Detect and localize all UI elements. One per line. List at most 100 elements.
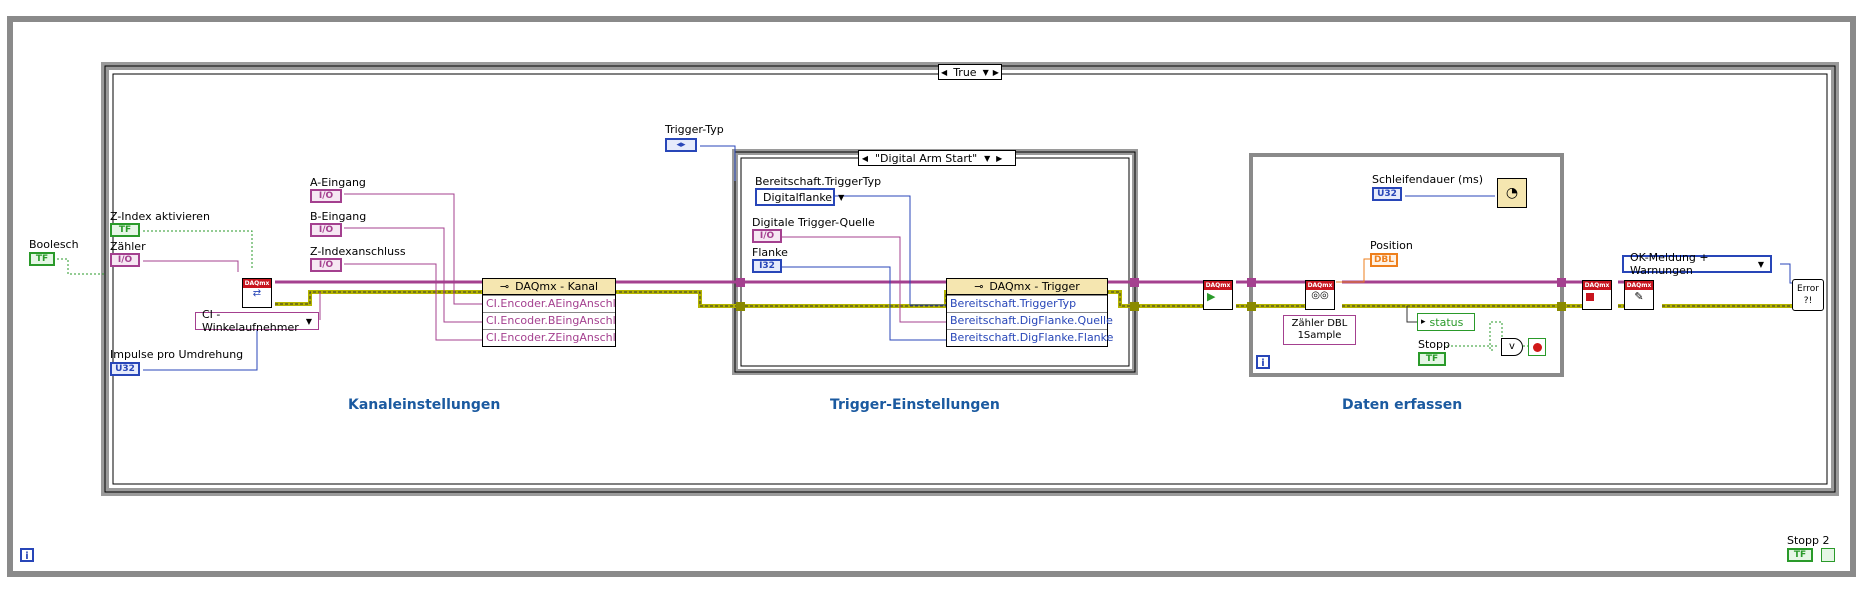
position-indicator[interactable]: DBL [1370, 253, 1398, 267]
z-indexanschluss-control[interactable]: I/O [310, 258, 342, 272]
daqmx-badge: DAQmx [1204, 281, 1232, 290]
flanke-control[interactable]: I32 [752, 259, 782, 273]
error-icon-text: Error [1797, 284, 1819, 294]
b-eingang-control[interactable]: I/O [310, 223, 342, 237]
impulse-control[interactable]: U32 [110, 362, 140, 376]
ok-meldung-value: OK-Meldung + Warnungen [1630, 251, 1709, 277]
daqmx-badge: DAQmx [1625, 281, 1653, 290]
impulse-label: Impulse pro Umdrehung [110, 348, 244, 361]
a-eingang-control[interactable]: I/O [310, 189, 342, 203]
trigger-case-selector[interactable]: ◀ "Digital Arm Start" ▼ ▶ [858, 150, 1016, 166]
inner-loop-iteration-icon: i [1256, 355, 1270, 369]
z-index-control[interactable]: TF [110, 223, 140, 237]
error-tunnel [1130, 302, 1139, 311]
section-kanaleinstellungen: Kanaleinstellungen [348, 397, 501, 413]
encoder-icon: ⇄ [252, 288, 262, 299]
daqmx-stop-task-vi[interactable]: DAQmx [1582, 280, 1612, 310]
schleifendauer-label: Schleifendauer (ms) [1372, 173, 1484, 186]
digitalflanke-value: Digitalflanke [763, 190, 833, 204]
trigger-row-typ[interactable]: Bereitschaft.TriggerTyp [947, 295, 1107, 312]
ci-ring-value: CI - Winkelaufnehmer [202, 308, 299, 334]
key-icon: ⊸ [974, 280, 984, 293]
kanal-row-z[interactable]: CI.Encoder.ZEingAnschl [483, 329, 616, 346]
stop-square-icon [1586, 293, 1594, 301]
b-eingang-label: B-Eingang [310, 210, 367, 223]
digitalflanke-ring[interactable]: Digitalflanke ▼ [755, 188, 844, 206]
zaehler-label: Zähler [110, 240, 146, 253]
trigger-row-quelle[interactable]: Bereitschaft.DigFlanke.Quelle [947, 312, 1113, 329]
ok-meldung-ring[interactable]: OK-Meldung + Warnungen ▼ [1622, 251, 1772, 277]
status-label: status [1429, 315, 1464, 329]
trigger-node-title: DAQmx - Trigger [989, 280, 1080, 293]
kanal-row-a[interactable]: CI.Encoder.AEingAnschl [483, 295, 616, 312]
chevron-down-icon: ▼ [1757, 259, 1764, 269]
daqmx-kanal-node[interactable]: ⊸ DAQmx - Kanal CI.Encoder.AEingAnschl CI… [482, 278, 616, 347]
chevron-down-icon: ▼ [838, 192, 845, 202]
ci-winkelaufnehmer-ring[interactable]: CI - Winkelaufnehmer ▼ [195, 308, 319, 334]
task-tunnel [1247, 278, 1256, 287]
stopp2-label: Stopp 2 [1787, 534, 1830, 547]
read-mode-ring[interactable]: Zähler DBL 1Sample [1283, 315, 1356, 345]
boolesch-label: Boolesch [29, 238, 79, 251]
trigger-case-prev-arrow[interactable]: ◀ [861, 153, 869, 163]
inner-while-loop [1249, 153, 1564, 377]
error-tunnel [1557, 302, 1566, 311]
play-icon: ▶ [1207, 290, 1216, 303]
a-eingang-label: A-Eingang [310, 176, 366, 189]
warning-icon: ?! [1803, 296, 1813, 306]
enum-icon: ◂▸ [676, 140, 686, 150]
kanal-node-title: DAQmx - Kanal [515, 280, 599, 293]
daqmx-clear-task-vi[interactable]: DAQmx ✎ [1624, 280, 1654, 310]
case-selector[interactable]: ◀ True ▼ ▶ [938, 64, 1002, 80]
case-next-arrow[interactable]: ▶ [992, 67, 999, 77]
red-stop-dot [1532, 342, 1542, 352]
unbundle-status-node[interactable]: ▸ status [1417, 313, 1475, 331]
task-tunnel [1130, 278, 1139, 287]
daqmx-start-task-vi[interactable]: DAQmx ▶ [1203, 280, 1233, 310]
trigger-typ-control[interactable]: ◂▸ [665, 138, 697, 152]
error-tunnel [1247, 302, 1256, 311]
daqmx-badge: DAQmx [1583, 281, 1611, 290]
stopp-control[interactable]: TF [1418, 352, 1446, 366]
quelle-control[interactable]: I/O [752, 229, 782, 243]
zaehler-control[interactable]: I/O [110, 253, 140, 267]
outer-while-loop [7, 16, 1856, 577]
quelle-label: Digitale Trigger-Quelle [752, 216, 875, 229]
outer-loop-iteration-icon: i [20, 548, 34, 562]
z-indexanschluss-label: Z-Indexanschluss [310, 245, 406, 258]
chevron-down-icon: ▼ [305, 316, 312, 326]
trigger-typ-label: Trigger-Typ [665, 123, 724, 136]
daqmx-badge: DAQmx [243, 279, 271, 288]
simple-error-handler-icon[interactable]: Error?! [1792, 279, 1824, 311]
stopp-label: Stopp [1418, 338, 1450, 351]
boolesch-control[interactable]: TF [29, 252, 55, 266]
eraser-icon: ✎ [1634, 290, 1644, 303]
schleifendauer-control[interactable]: U32 [1372, 187, 1402, 201]
wait-timer-icon[interactable]: ◔ [1497, 178, 1527, 208]
unbundle-icon: ▸ [1421, 317, 1426, 327]
case-prev-arrow[interactable]: ◀ [941, 67, 948, 77]
error-tunnel [736, 302, 745, 311]
daqmx-create-channel-vi[interactable]: DAQmx ⇄ [242, 278, 272, 308]
trigger-case-next-arrow[interactable]: ▶ [996, 153, 1003, 163]
trigger-row-flanke[interactable]: Bereitschaft.DigFlanke.Flanke [947, 329, 1113, 346]
stop-terminal-icon[interactable] [1528, 338, 1546, 356]
bereitschaft-label: Bereitschaft.TriggerTyp [755, 175, 882, 188]
position-label: Position [1370, 239, 1413, 252]
read-glasses-icon: ◎◎ [1311, 290, 1329, 301]
read-mode-line1: Zähler DBL [1291, 318, 1348, 329]
section-trigger-einstellungen: Trigger-Einstellungen [830, 397, 1000, 413]
case-dropdown-arrow[interactable]: ▼ [982, 67, 989, 77]
flanke-label: Flanke [752, 246, 788, 259]
read-mode-line2: 1Sample [1297, 330, 1342, 341]
kanal-row-b[interactable]: CI.Encoder.BEingAnschl [483, 312, 616, 329]
task-tunnel [736, 278, 745, 287]
daqmx-badge: DAQmx [1306, 281, 1334, 290]
daqmx-read-vi[interactable]: DAQmx ◎◎ [1305, 280, 1335, 310]
trigger-case-dropdown-arrow[interactable]: ▼ [984, 153, 991, 163]
stopp2-indicator[interactable]: TF [1787, 548, 1813, 562]
daqmx-trigger-node[interactable]: ⊸ DAQmx - Trigger Bereitschaft.TriggerTyp… [946, 278, 1113, 347]
trigger-case-value: "Digital Arm Start" [875, 151, 978, 165]
key-icon: ⊸ [499, 280, 510, 293]
or-gate-icon: v [1501, 338, 1523, 356]
